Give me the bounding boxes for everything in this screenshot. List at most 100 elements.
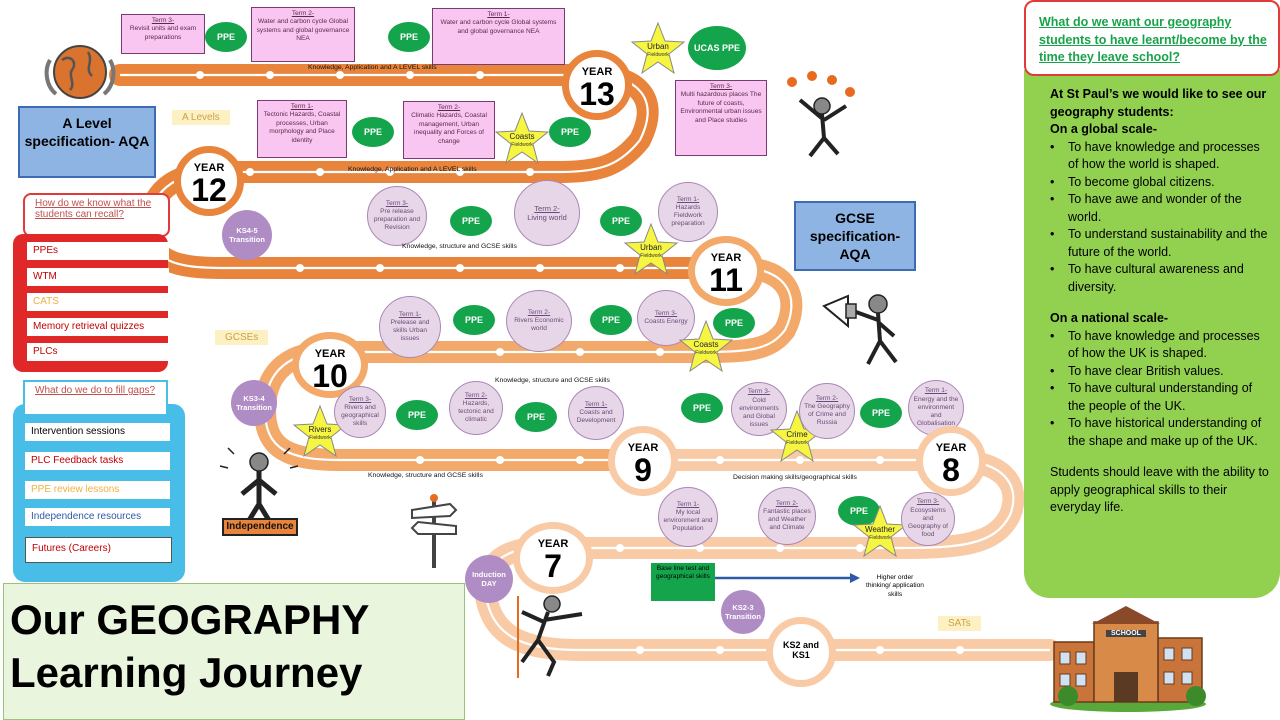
alevel-spec-box: A Level specification- AQA xyxy=(18,106,156,178)
recall-item-cats: CATS xyxy=(27,293,169,311)
y12-term2-box: Term 2-Climatic Hazards, Coastal managem… xyxy=(403,101,495,159)
y7-term3-circle: Term 3-Ecosystems and Geography of food xyxy=(901,492,955,546)
y11-term2-circle: Term 2-Living world xyxy=(514,180,580,246)
y7-ppe-1: PPE xyxy=(838,496,880,526)
school-sign: SCHOOL xyxy=(1106,630,1146,637)
road-label-12: Knowledge, Application and A LEVEL skill… xyxy=(348,166,477,173)
national-aim-4: To have historical understanding of the … xyxy=(1050,415,1270,450)
ks34-transition: KS3-4 Transition xyxy=(231,380,277,426)
y8-term3-circle: Term 3-Cold environments and Global issu… xyxy=(731,382,787,436)
ks45-transition: KS4-5 Transition xyxy=(222,210,272,260)
baseline-test-box: Base line test and geographical skills xyxy=(651,563,715,601)
national-aims-list: To have knowledge and processes of how t… xyxy=(1050,328,1270,451)
y13-ppe-1: PPE xyxy=(205,22,247,52)
alevels-tag: A Levels xyxy=(172,110,230,125)
gcse-spec-box: GCSE specification- AQA xyxy=(794,201,916,271)
y9-ppe-1: PPE xyxy=(396,400,438,430)
recall-item-ppes: PPEs xyxy=(27,242,169,260)
aims-outro: Students should leave with the ability t… xyxy=(1050,465,1269,514)
road-label-9: Knowledge, structure and GCSE skills xyxy=(368,472,483,479)
y10-term1-circle: Term 1-Prelease and skills Urban issues xyxy=(379,296,441,358)
national-aim-2: To have clear British values. xyxy=(1050,363,1270,381)
induction-day: Induction DAY xyxy=(465,555,513,603)
y12-ppe-1: PPE xyxy=(352,117,394,147)
aims-intro: At St Paul’s we would like to see our ge… xyxy=(1050,87,1267,119)
y9-term2-circle: Term 2-Hazards, tectonic and climatic xyxy=(449,381,503,435)
national-aim-1: To have knowledge and processes of how t… xyxy=(1050,328,1270,363)
global-aim-1: To have knowledge and processes of how t… xyxy=(1050,139,1270,174)
aims-question: What do we want our geography students t… xyxy=(1024,0,1280,76)
recall-question: How do we know what the students can rec… xyxy=(23,193,170,237)
ks23-transition: KS2-3 Transition xyxy=(721,590,765,634)
leaping-figure-icon xyxy=(508,592,588,680)
gaps-item-futures: Futures (Careers) xyxy=(25,537,172,563)
global-aims-list: To have knowledge and processes of how t… xyxy=(1050,139,1270,297)
y12-ppe-2: PPE xyxy=(549,117,591,147)
y8-term2-circle: Term 2-The Geography of Crime and Russia xyxy=(799,383,855,439)
road-label-13: Knowledge, Application and A LEVEL skill… xyxy=(308,64,437,71)
higher-order-label: Higher order thinking/ application skill… xyxy=(866,574,924,598)
gaps-item-independence: Independence resources xyxy=(25,508,170,526)
school-building-icon: SCHOOL xyxy=(1048,602,1208,712)
recall-panel: PPEs WTM CATS Memory retrieval quizzes P… xyxy=(13,234,169,372)
y8-ppe-2: PPE xyxy=(860,398,902,428)
national-heading: On a national scale- xyxy=(1050,311,1169,325)
ucas-ppe: UCAS PPE xyxy=(688,26,746,70)
recall-item-plcs: PLCs xyxy=(27,343,169,361)
independence-figure-icon: Independence xyxy=(214,446,304,542)
y13-term1-box: Term 1-Water and carbon cycle Global sys… xyxy=(432,8,565,65)
recall-item-quizzes: Memory retrieval quizzes xyxy=(27,318,169,336)
y9-ppe-2: PPE xyxy=(515,402,557,432)
y10-ppe-3: PPE xyxy=(713,308,755,338)
y13-ppe-2: PPE xyxy=(388,22,430,52)
y8-ppe-1: PPE xyxy=(681,393,723,423)
y8-term1-circle: Term 1-Energy and the environment and Gl… xyxy=(908,380,964,436)
y10-term3-circle: Term 3-Coasts Energy xyxy=(637,290,695,346)
global-heading: On a global scale- xyxy=(1050,122,1157,136)
y10-ppe-1: PPE xyxy=(453,305,495,335)
road-label-11: Knowledge, structure and GCSE skills xyxy=(402,243,517,250)
y11-ppe-2: PPE xyxy=(600,206,642,236)
y13-term3b-box: Term 3-Multi hazardous places The future… xyxy=(675,80,767,156)
y10-term2-circle: Term 2-Rivers Economic world xyxy=(506,290,572,352)
gaps-question: What do we do to fill gaps? xyxy=(23,380,168,416)
y13-term2-box: Term 2-Water and carbon cycle Global sys… xyxy=(251,7,355,62)
y10-ppe-2: PPE xyxy=(590,305,632,335)
road-label-10: Knowledge, structure and GCSE skills xyxy=(495,377,610,384)
page-title: Our GEOGRAPHY Learning Journey xyxy=(3,583,465,720)
gaps-item-ppe-review: PPE review lessons xyxy=(25,481,170,499)
juggler-figure-icon xyxy=(780,70,860,160)
national-aim-3: To have cultural understanding of the pe… xyxy=(1050,380,1270,415)
y11-term3-circle: Term 3-Pre release preparation and Revis… xyxy=(367,186,427,246)
aims-panel: At St Paul’s we would like to see our ge… xyxy=(1024,70,1280,598)
signpost-icon xyxy=(404,492,464,570)
gaps-item-plc-feedback: PLC Feedback tasks xyxy=(25,452,170,470)
gcses-tag: GCSEs xyxy=(215,330,269,345)
global-aim-4: To understand sustainability and the fut… xyxy=(1050,226,1270,261)
global-aim-3: To have awe and wonder of the world. xyxy=(1050,191,1270,226)
road-label-8: Decision making skills/geographical skil… xyxy=(733,474,857,481)
ks2-ks1-marker: KS2 and KS1 xyxy=(766,617,836,687)
y9-term3-circle: Term 3-Rivers and geographical skills xyxy=(334,386,386,438)
global-aim-2: To become global citizens. xyxy=(1050,174,1270,192)
y7-term2-circle: Term 2-Fantastic places and Weather and … xyxy=(758,487,816,545)
megaphone-figure-icon xyxy=(818,286,908,368)
y9-term1-circle: Term 1-Coasts and Development xyxy=(568,386,624,440)
y13-term3-box: Term 3-Revisit units and exam preparatio… xyxy=(121,14,205,54)
y11-ppe-1: PPE xyxy=(450,206,492,236)
sats-tag: SATs xyxy=(938,616,981,631)
independence-banner: Independence xyxy=(222,518,298,536)
gaps-item-intervention: Intervention sessions xyxy=(25,423,170,441)
y7-term1-circle: Term 1-My local environment and Populati… xyxy=(658,487,718,547)
